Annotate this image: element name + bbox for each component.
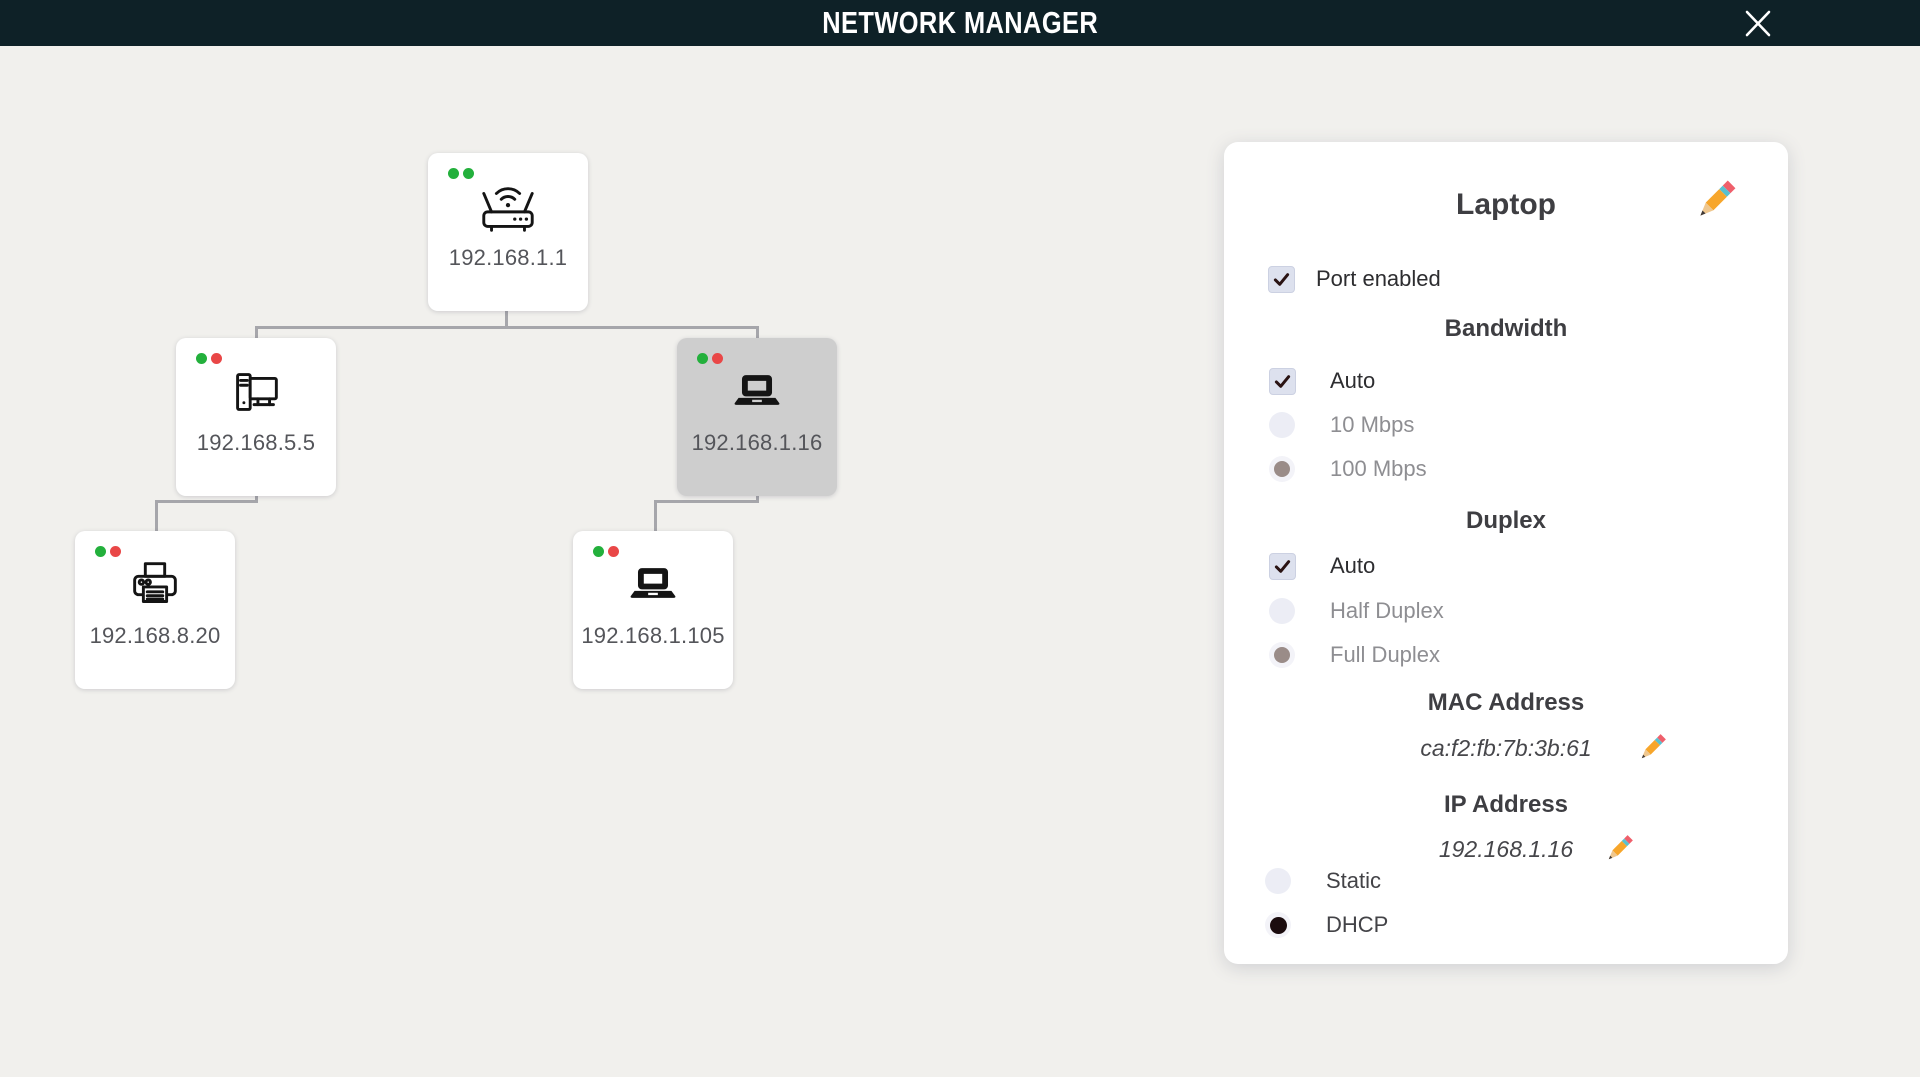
connector-line [255, 326, 759, 329]
device-details-panel: Laptop Port enabled Bandwidth Auto 10 Mb… [1224, 142, 1788, 964]
router-icon [482, 187, 534, 232]
status-dot-green [697, 353, 708, 364]
ip-static-radio[interactable] [1265, 868, 1291, 894]
laptop-icon [630, 568, 676, 598]
node-card-router[interactable]: 192.168.1.1 [428, 153, 588, 311]
duplex-full-label: Full Duplex [1330, 642, 1441, 667]
port-enabled-checkbox[interactable] [1268, 265, 1295, 293]
connector-line [756, 326, 759, 340]
title-bar: NETWORK MANAGER [0, 0, 1920, 46]
duplex-auto-label: Auto [1330, 553, 1376, 578]
node-card-printer[interactable]: 192.168.8.20 [75, 531, 235, 689]
edit-device-name-pencil-icon[interactable] [1692, 176, 1740, 224]
connector-line [155, 500, 158, 531]
connector-line [255, 494, 258, 503]
connector-line [654, 500, 759, 503]
laptop-icon [734, 375, 780, 405]
duplex-header: Duplex [1465, 507, 1546, 534]
desktop-icon [236, 373, 278, 411]
close-icon [1745, 10, 1771, 36]
bandwidth-header: Bandwidth [1444, 315, 1568, 342]
printer-icon [133, 562, 177, 603]
check-icon [1274, 374, 1291, 388]
connector-line [255, 326, 258, 340]
node-ip-label: 192.168.1.1 [448, 245, 568, 270]
status-dots [95, 546, 121, 557]
connector-line [654, 500, 657, 531]
status-dots [448, 168, 474, 179]
connector-line [505, 309, 508, 328]
ip-dhcp-radio[interactable] [1265, 912, 1291, 938]
port-enabled-label: Port enabled [1316, 266, 1441, 291]
status-dot-red [110, 546, 121, 557]
status-dots [196, 353, 222, 364]
panel-title: Laptop [1456, 188, 1556, 221]
duplex-full-radio[interactable] [1269, 642, 1295, 668]
ip-dhcp-label: DHCP [1326, 912, 1389, 937]
bandwidth-auto-checkbox[interactable] [1269, 367, 1296, 395]
mac-address-value: ca:f2:fb:7b:3b:61 [1420, 734, 1592, 761]
bandwidth-auto-label: Auto [1330, 368, 1376, 393]
node-card-desktop[interactable]: 192.168.5.5 [176, 338, 336, 496]
node-card-laptop-selected[interactable]: 192.168.1.16 [677, 338, 837, 496]
status-dot-red [608, 546, 619, 557]
status-dots [593, 546, 619, 557]
status-dot-green [95, 546, 106, 557]
check-icon [1273, 272, 1290, 286]
node-ip-label: 192.168.1.16 [691, 430, 823, 455]
bandwidth-10mbps-label: 10 Mbps [1330, 412, 1415, 437]
mac-address-header: MAC Address [1427, 689, 1585, 716]
status-dot-green [463, 168, 474, 179]
node-ip-label: 192.168.8.20 [89, 623, 221, 648]
connector-line [155, 500, 258, 503]
duplex-half-radio[interactable] [1269, 598, 1295, 624]
duplex-auto-checkbox[interactable] [1269, 552, 1296, 580]
node-ip-label: 192.168.5.5 [196, 430, 316, 455]
duplex-half-label: Half Duplex [1330, 598, 1444, 623]
edit-mac-pencil-icon[interactable] [1636, 731, 1669, 764]
network-topology: 192.168.1.1 192.168.5.5 192 [0, 46, 1220, 1077]
status-dot-red [712, 353, 723, 364]
status-dot-green [593, 546, 604, 557]
node-card-laptop2[interactable]: 192.168.1.105 [573, 531, 733, 689]
connector-line [756, 494, 759, 503]
status-dot-red [211, 353, 222, 364]
close-button[interactable] [1742, 8, 1774, 38]
ip-address-header: IP Address [1443, 791, 1569, 818]
app-title: NETWORK MANAGER [822, 5, 1098, 40]
bandwidth-100mbps-label: 100 Mbps [1330, 456, 1427, 481]
bandwidth-100mbps-radio[interactable] [1269, 456, 1295, 482]
check-icon [1274, 559, 1291, 573]
bandwidth-10mbps-radio[interactable] [1269, 412, 1295, 438]
ip-address-value: 192.168.1.16 [1438, 835, 1574, 862]
status-dot-green [196, 353, 207, 364]
status-dot-green [448, 168, 459, 179]
ip-static-label: Static [1326, 868, 1382, 893]
node-ip-label: 192.168.1.105 [581, 623, 725, 648]
status-dots [697, 353, 723, 364]
